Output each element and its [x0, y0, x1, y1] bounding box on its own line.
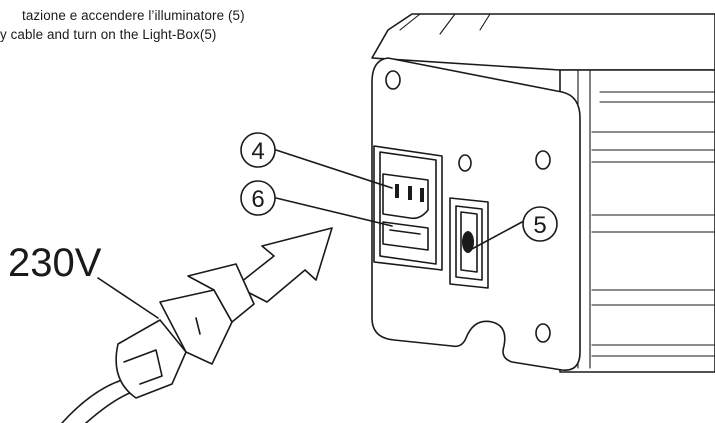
switch-leader [469, 221, 523, 251]
instruction-caption: tazione e accendere l’illuminatore (5) y… [0, 6, 245, 44]
caption-line-english: y cable and turn on the Light-Box(5) [0, 27, 217, 42]
callout-circle-fuse [240, 180, 276, 216]
power-switch [449, 197, 489, 289]
mounting-hole [535, 323, 551, 343]
inlet-leader [275, 149, 393, 189]
callout-label-inlet: 4 [251, 138, 264, 165]
voltage-leader [97, 277, 159, 319]
insert-direction-arrow [235, 227, 333, 303]
mounting-hole [458, 154, 472, 172]
fuse-leader [275, 197, 393, 227]
voltage-label: 230V [8, 241, 102, 285]
callout-label-switch: 5 [533, 212, 546, 239]
power-cable-plug [61, 263, 255, 423]
fuse-holder [382, 221, 429, 251]
mounting-hole [535, 150, 551, 170]
power-inlet [373, 145, 443, 271]
callout-label-fuse: 6 [251, 186, 264, 213]
mounting-hole [385, 70, 401, 90]
callout-circle-inlet [240, 132, 276, 168]
callout-circle-switch [522, 206, 558, 242]
light-box-housing [371, 13, 715, 373]
caption-line-italian: tazione e accendere l’illuminatore (5) [22, 8, 245, 23]
